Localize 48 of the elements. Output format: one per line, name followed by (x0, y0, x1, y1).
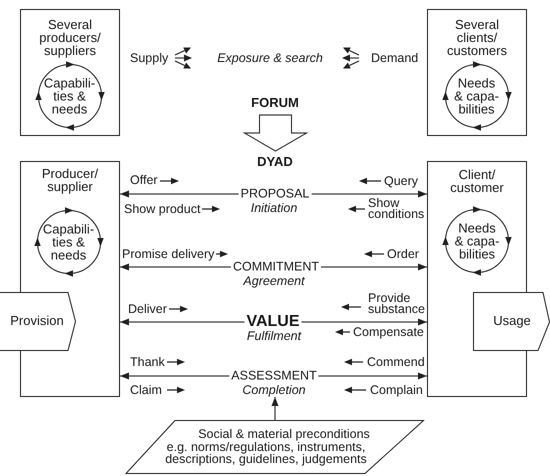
box-title: Several producers/ suppliers (38, 18, 102, 56)
flow-label: Supply (130, 52, 168, 64)
box-title: Social & material preconditions (198, 428, 370, 440)
action-label: Thank (130, 356, 165, 368)
block-arrow (242, 114, 308, 152)
caption-label: Exposure & search (217, 52, 323, 64)
circle-label: Capabili- ties & needs (42, 222, 95, 261)
circle-label: Needs & capa- bilities (454, 76, 500, 115)
action-label: Query (384, 174, 418, 188)
box-title: Client/ customer (450, 168, 504, 194)
action-label: Provide substance (368, 292, 426, 314)
cycle-circle (442, 206, 512, 276)
arrow (272, 396, 278, 420)
shape-label: Usage (492, 314, 532, 327)
action-label: Offer (130, 174, 158, 186)
cycle-circle (34, 60, 104, 130)
stage-caption: Completion (242, 384, 306, 396)
stage-label: DYAD (257, 155, 293, 169)
chevron-shape (473, 292, 550, 351)
edge-label: COMMITMENT (230, 260, 322, 274)
parallelogram-box (125, 420, 425, 474)
action-label: Claim (130, 384, 162, 396)
box-title: Producer/ supplier (41, 167, 99, 193)
chevron-shape (0, 292, 76, 351)
action-label: Deliver (128, 302, 167, 316)
action-label: Promise delivery (122, 248, 214, 260)
action-label: Show product (124, 202, 200, 216)
edge-label: ASSESSMENT (229, 370, 319, 382)
circle-label: Needs & capa- bilities (454, 222, 500, 260)
circle-label: Capabili- ties & needs (43, 76, 96, 115)
stage-caption: Initiation (250, 202, 298, 214)
flow-label: Demand (371, 52, 418, 64)
shape-label: Provision (10, 314, 64, 327)
edge-label: PROPOSAL (238, 188, 312, 200)
stage-label: FORUM (251, 96, 299, 110)
actor-box (20, 9, 120, 136)
cycle-circle (442, 60, 512, 130)
box-text: e.g. norms/regulations, instruments, descriptions, guidelines, judgements (164, 440, 367, 466)
action-label: Show conditions (368, 198, 426, 220)
stage-caption: Agreement (243, 275, 305, 287)
cycle-circle (34, 206, 104, 276)
action-label: Commend (367, 356, 425, 368)
action-label: Compensate (353, 326, 424, 338)
action-label: Order (387, 248, 419, 260)
actor-box (427, 9, 527, 136)
action-label: Complain (370, 384, 423, 396)
stage-caption: Fulfilment (246, 330, 302, 342)
box-title: Several clients/ customers (446, 18, 508, 56)
